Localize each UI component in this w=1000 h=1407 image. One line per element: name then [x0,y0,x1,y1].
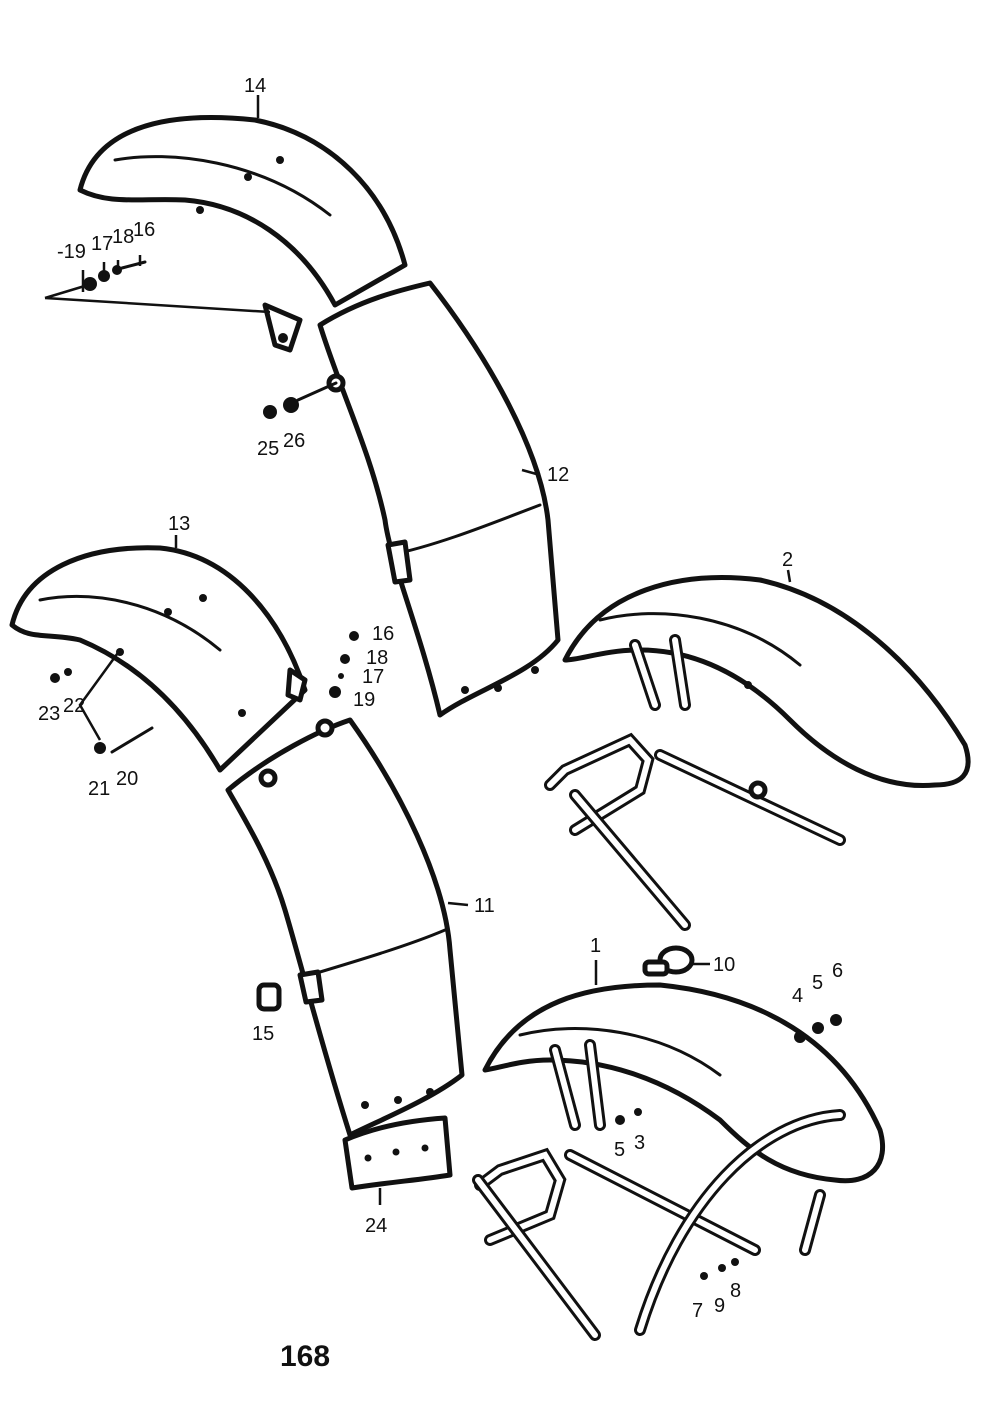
hardware-bolts-nuts [50,260,842,1280]
callout-17-upper: 17 [91,233,113,255]
callout-15: 15 [252,1023,274,1045]
part-10-knob [642,945,695,977]
callout-16-upper: 16 [133,219,155,241]
callout-22: 22 [63,695,85,717]
callout-10: 10 [713,954,735,976]
callout-25: 25 [257,438,279,460]
leader-lines [44,95,792,1205]
page-number: 168 [280,1340,330,1373]
part-13-rear-fender-front [9,545,308,773]
callout-12: 12 [547,464,569,486]
callout-26: 26 [283,430,305,452]
callout-23: 23 [38,703,60,725]
part-2-front-fender [544,575,971,931]
callout-3: 3 [634,1132,645,1154]
callout-21: 21 [88,778,110,800]
callout-4: 4 [792,985,803,1007]
callout-labels: 14 -19 17 18 16 25 26 12 13 16 18 17 19 … [38,75,843,1322]
callout-8: 8 [730,1280,741,1302]
part-11-rear-fender-rear [225,717,465,1138]
callout-5-right: 5 [812,972,823,994]
callout-9: 9 [714,1295,725,1317]
callout-19-upper: -19 [57,241,86,263]
callout-16-lower: 16 [372,623,394,645]
callout-19-lower: 19 [353,689,375,711]
callout-18-lower: 18 [366,647,388,669]
callout-17-lower: 17 [362,666,384,688]
callout-5-left: 5 [614,1139,625,1161]
callout-2: 2 [782,549,793,571]
callout-11: 11 [474,895,495,917]
part-12-rear-fender-rear [317,280,561,718]
callout-14: 14 [244,75,266,97]
callout-24: 24 [365,1215,387,1237]
callout-6: 6 [832,960,843,982]
part-1-front-fender [472,982,886,1341]
callout-1: 1 [590,935,601,957]
callout-7: 7 [692,1300,703,1322]
callout-20: 20 [116,768,138,790]
callout-13: 13 [168,513,190,535]
part-15-bush [256,982,282,1012]
callout-18-upper: 18 [112,226,134,248]
part-14-rear-fender-front [77,115,408,353]
part-24-mud-flap [342,1115,453,1191]
